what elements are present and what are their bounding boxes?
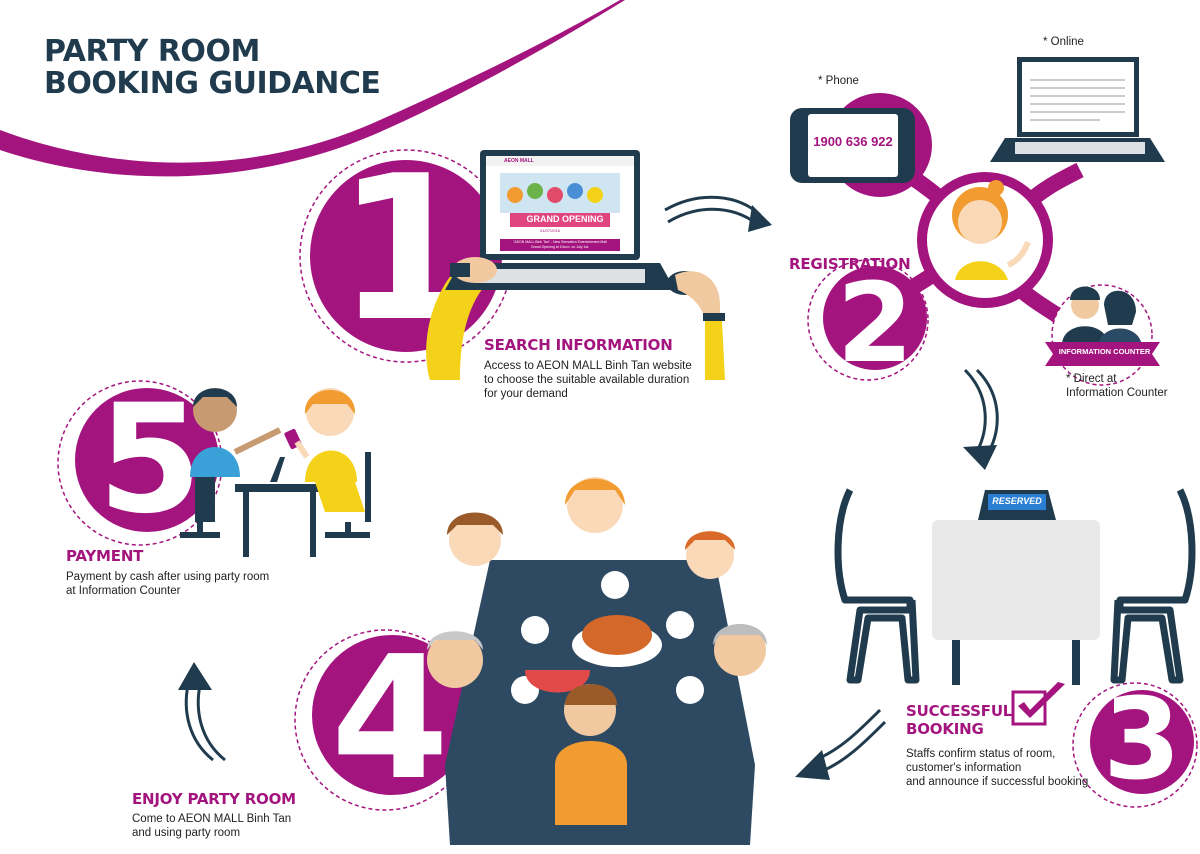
step-4-desc-line-2: and using party room — [132, 827, 241, 839]
online-label: * Online — [1043, 36, 1084, 48]
step-1-desc-line-2: to choose the suitable available duratio… — [484, 374, 690, 386]
laptop-website-illustration — [426, 150, 725, 380]
step-3-description: Staffs confirm status of room, customer'… — [906, 747, 1088, 789]
website-banner: GRAND OPENING — [526, 214, 604, 224]
step-2-number: 2 — [836, 259, 914, 387]
step-5-heading: PAYMENT — [66, 547, 144, 565]
website-caption-line-2: Grand Opening at 10a.m. on July 1st. — [530, 245, 590, 249]
step-3-heading-line-1: SUCCESSFUL — [906, 702, 1013, 720]
step-1-desc-line-1: Access to AEON MALL Binh Tan website — [484, 360, 692, 372]
arrow-step2-to-step3-icon — [963, 368, 999, 470]
website-caption: "AEON MALL Binh Tan" - New Sensation Ent… — [500, 240, 620, 250]
arrow-step4-to-step5-icon — [178, 662, 226, 762]
arrow-step1-to-step2-icon — [664, 195, 772, 232]
step-5-desc-line-1: Payment by cash after using party room — [66, 571, 270, 583]
step-5-desc-line-2: at Information Counter — [66, 585, 181, 597]
step-5-description: Payment by cash after using party room a… — [66, 570, 269, 598]
step-2-heading: REGISTRATION — [789, 255, 911, 273]
step-4-desc-line-1: Come to AEON MALL Binh Tan — [132, 813, 292, 825]
step-4-description: Come to AEON MALL Binh Tan and using par… — [132, 812, 291, 840]
website-brand: AEON MALL — [504, 158, 534, 164]
website-date: 01/07/2016 — [540, 228, 561, 233]
step-3-desc-line-3: and announce if successful booking — [906, 776, 1089, 788]
step-3-heading-line-2: BOOKING — [906, 720, 984, 738]
payment-counter-illustration — [180, 388, 371, 557]
page-title: PARTY ROOM BOOKING GUIDANCE — [44, 34, 381, 101]
step-3-desc-line-2: customer's information — [906, 762, 1022, 774]
counter-note: * Direct at Information Counter — [1066, 372, 1168, 400]
counter-note-line-1: * Direct at — [1066, 373, 1117, 385]
step-4-heading: ENJOY PARTY ROOM — [132, 790, 296, 808]
phone-label: * Phone — [818, 75, 859, 87]
phone-number: 1900 636 922 — [813, 134, 893, 149]
step-3-number: 3 — [1103, 675, 1181, 805]
step-3-badge — [1072, 682, 1198, 808]
counter-note-line-2: Information Counter — [1066, 387, 1168, 399]
step-3-desc-line-1: Staffs confirm status of room, — [906, 748, 1056, 760]
step-3-heading: SUCCESSFUL BOOKING — [906, 702, 1012, 738]
reserved-sign-label: RESERVED — [992, 496, 1042, 506]
checkmark-icon — [1011, 682, 1065, 726]
website-caption-line-1: "AEON MALL Binh Tan" - New Sensation Ent… — [513, 240, 607, 244]
family-dinner-illustration — [427, 477, 767, 845]
arrow-step3-to-step4-icon — [795, 708, 887, 780]
step-1-description: Access to AEON MALL Binh Tan website to … — [484, 359, 692, 401]
title-line-1: PARTY ROOM — [44, 34, 260, 69]
step-1-desc-line-3: for your demand — [484, 388, 568, 400]
title-line-2: BOOKING GUIDANCE — [44, 66, 381, 101]
step-5-number: 5 — [97, 373, 203, 547]
step-1-heading: SEARCH INFORMATION — [484, 336, 673, 354]
registration-hub-illustration — [790, 57, 1165, 386]
counter-banner: INFORMATION COUNTER — [1058, 347, 1151, 356]
reserved-table-illustration — [834, 488, 1196, 685]
